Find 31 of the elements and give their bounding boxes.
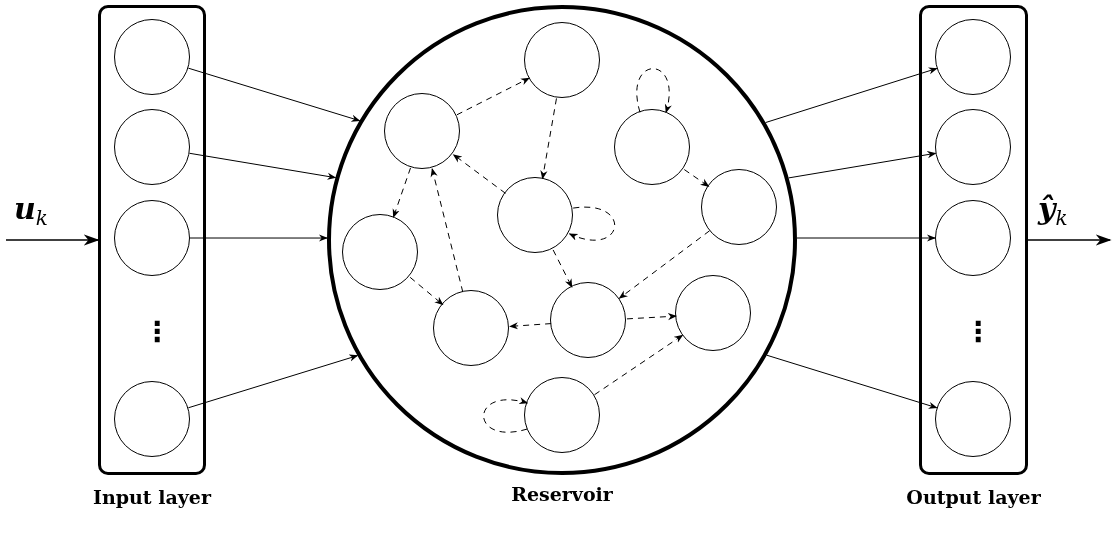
dashed-arrow [509,322,552,330]
arrow [189,152,337,180]
arrow [796,234,936,242]
dashed-arrow [618,230,711,299]
dashed-arrow [540,97,557,180]
arrow [765,67,938,124]
edge-label: u$_{k}$ [14,194,48,228]
arrow [187,67,361,122]
dashed-arrow [483,397,529,433]
ellipsis: ⋮ [964,318,992,346]
arrow [1027,234,1112,246]
ellipsis: ⋮ [143,318,171,346]
arrow [189,234,328,242]
dashed-arrow [409,276,444,306]
dashed-arrow [594,334,684,396]
layer-title: Input layer [93,486,211,508]
layer-title: Output layer [906,486,1041,508]
dashed-arrow [552,249,573,288]
dashed-arrow [392,167,412,218]
arrow [187,354,359,409]
edge-label: ŷ$_{k}$ [1038,194,1068,228]
dashed-arrow [568,206,616,241]
arrow [766,354,938,409]
layer-title: Reservoir [511,483,613,505]
arrow [5,234,100,246]
dashed-arrow [636,68,672,114]
dashed-arrow [452,154,506,194]
dashed-arrow [456,77,530,116]
arrow [788,151,937,179]
dashed-arrow [430,168,464,293]
dashed-arrow [626,313,677,321]
